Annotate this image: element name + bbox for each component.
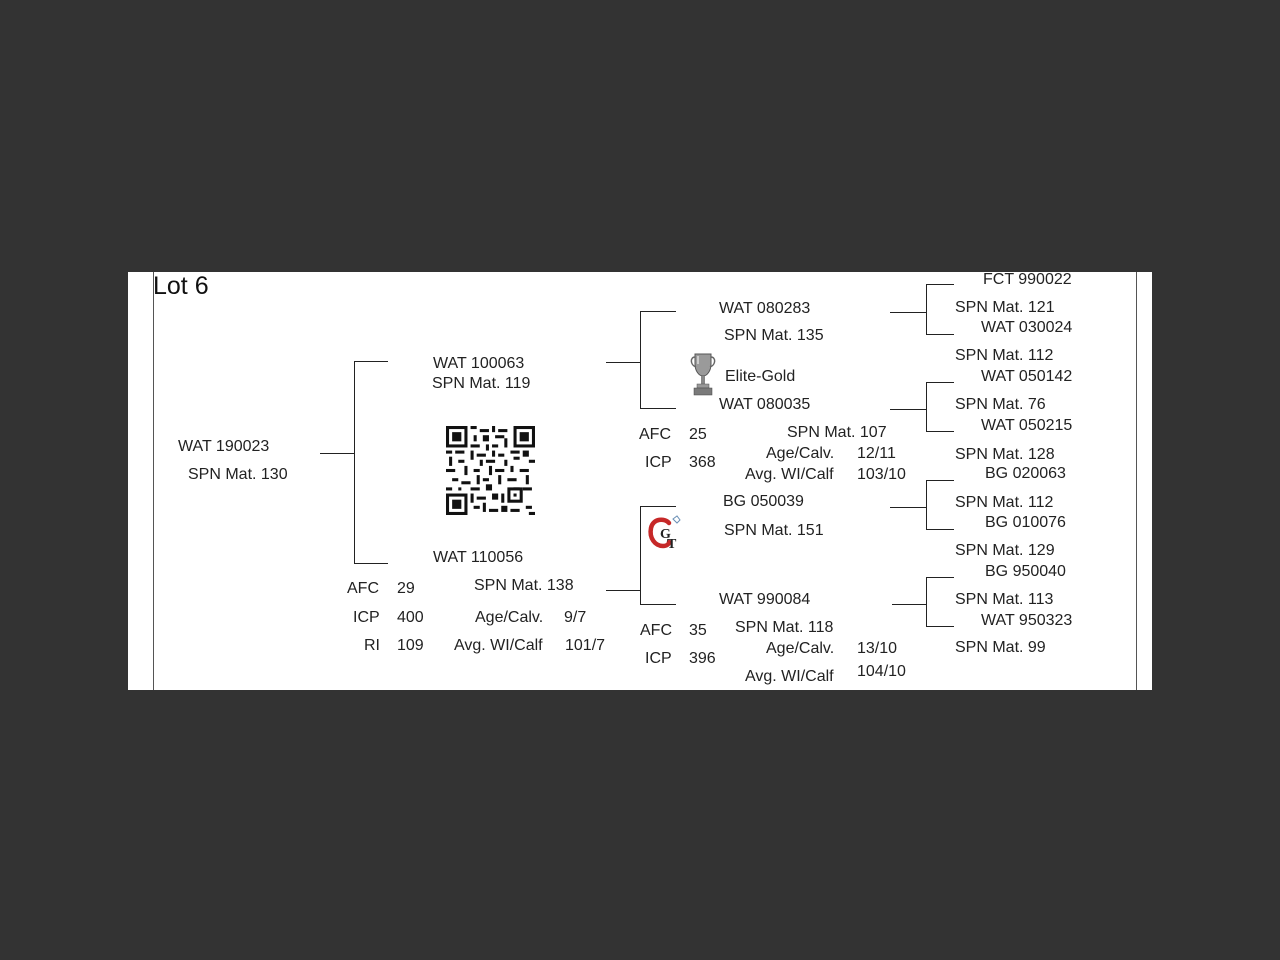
bracket-line <box>640 506 676 507</box>
mgd-avg-label: Avg. WI/Calf <box>745 668 834 685</box>
bracket-line <box>926 577 927 627</box>
bracket-line <box>926 334 954 335</box>
pgd-avg-label: Avg. WI/Calf <box>745 466 834 483</box>
left-margin-rule <box>153 272 154 690</box>
ggp-2-spn: SPN Mat. 112 <box>955 347 1054 364</box>
bracket-line <box>606 590 640 591</box>
ggp-6-spn: SPN Mat. 129 <box>955 542 1055 559</box>
animal-id: WAT 190023 <box>178 438 270 455</box>
pgd-spn: SPN Mat. 107 <box>787 424 887 441</box>
pgd-icp-label: ICP <box>645 454 672 471</box>
bracket-line <box>926 382 954 383</box>
ggp-7-id: BG 950040 <box>985 563 1066 580</box>
bracket-line <box>640 604 676 605</box>
bracket-line <box>892 604 926 605</box>
bracket-line <box>354 563 388 564</box>
mgd-id: WAT 990084 <box>719 591 811 608</box>
bracket-line <box>926 577 954 578</box>
animal-spn: SPN Mat. 130 <box>188 466 288 483</box>
bracket-line <box>926 382 927 432</box>
dam-avg-label: Avg. WI/Calf <box>454 637 543 654</box>
ggp-8-spn: SPN Mat. 99 <box>955 639 1046 656</box>
pgd-icp-value: 368 <box>689 454 716 471</box>
bracket-line <box>926 626 954 627</box>
bracket-line <box>890 409 926 410</box>
dam-spn: SPN Mat. 138 <box>474 577 574 594</box>
ggp-2-id: WAT 030024 <box>981 319 1073 336</box>
dam-ri-value: 109 <box>397 637 424 654</box>
bracket-line <box>640 311 641 409</box>
dam-afc-value: 29 <box>397 580 415 597</box>
bracket-line <box>890 507 926 508</box>
mgd-afc-label: AFC <box>640 622 672 639</box>
dam-id: WAT 110056 <box>433 549 524 566</box>
mgd-afc-value: 35 <box>689 622 707 639</box>
bracket-line <box>926 529 954 530</box>
mgd-age-value: 13/10 <box>857 640 898 657</box>
ggp-3-id: WAT 050142 <box>981 368 1073 385</box>
pgd-id: WAT 080035 <box>719 396 811 413</box>
mgd-age-label: Age/Calv. <box>766 640 835 657</box>
bracket-line <box>926 284 954 285</box>
pgs-id: WAT 080283 <box>719 300 811 317</box>
pgs-badge: Elite-Gold <box>725 368 796 385</box>
ggp-3-spn: SPN Mat. 76 <box>955 396 1046 413</box>
ggp-4-id: WAT 050215 <box>981 417 1073 434</box>
mgd-avg-value: 104/10 <box>857 663 906 680</box>
bracket-line <box>926 284 927 335</box>
bracket-line <box>320 453 354 454</box>
svg-text:T: T <box>667 537 677 552</box>
dam-icp-value: 400 <box>397 609 424 626</box>
bracket-line <box>606 362 640 363</box>
mgs-spn: SPN Mat. 151 <box>724 522 824 539</box>
mgd-icp-label: ICP <box>645 650 672 667</box>
ggp-1-spn: SPN Mat. 121 <box>955 299 1055 316</box>
bracket-line <box>640 408 676 409</box>
ggp-4-spn: SPN Mat. 128 <box>955 446 1055 463</box>
bracket-line <box>926 431 954 432</box>
dam-ri-label: RI <box>364 637 380 654</box>
dam-age-label: Age/Calv. <box>475 609 544 626</box>
sire-id: WAT 100063 <box>433 355 525 372</box>
ggp-7-spn: SPN Mat. 113 <box>955 591 1054 608</box>
lot-title: Lot 6 <box>153 272 209 300</box>
bracket-line <box>354 361 355 564</box>
bracket-line <box>926 480 954 481</box>
sire-spn: SPN Mat. 119 <box>432 375 531 392</box>
bracket-line <box>640 506 641 605</box>
ggp-5-id: BG 020063 <box>985 465 1066 482</box>
mgd-icp-value: 396 <box>689 650 716 667</box>
ggp-6-id: BG 010076 <box>985 514 1066 531</box>
ggp-5-spn: SPN Mat. 112 <box>955 494 1054 511</box>
pgd-avg-value: 103/10 <box>857 466 906 483</box>
bracket-line <box>926 480 927 530</box>
pgs-spn: SPN Mat. 135 <box>724 327 824 344</box>
dam-avg-value: 101/7 <box>565 637 606 654</box>
pedigree-sheet: Lot 6 WAT 190023 SPN Mat. 130 WAT 100063… <box>128 272 1152 690</box>
pgd-afc-value: 25 <box>689 426 707 443</box>
pgd-afc-label: AFC <box>639 426 671 443</box>
gt-logo-icon: G T <box>648 515 681 552</box>
mgs-id: BG 050039 <box>723 493 804 510</box>
ggp-1-id: FCT 990022 <box>983 272 1072 288</box>
ggp-8-id: WAT 950323 <box>981 612 1073 629</box>
dam-age-value: 9/7 <box>564 609 587 626</box>
qr-code-icon <box>446 426 535 515</box>
dam-icp-label: ICP <box>353 609 380 626</box>
dam-afc-label: AFC <box>347 580 379 597</box>
bracket-line <box>354 361 388 362</box>
bracket-line <box>640 311 676 312</box>
pgd-age-value: 12/11 <box>857 445 896 462</box>
bracket-line <box>890 312 926 313</box>
trophy-icon <box>690 353 716 396</box>
right-margin-rule <box>1136 272 1137 690</box>
pgd-age-label: Age/Calv. <box>766 445 835 462</box>
mgd-spn: SPN Mat. 118 <box>735 619 834 636</box>
svg-text:G: G <box>660 527 671 542</box>
